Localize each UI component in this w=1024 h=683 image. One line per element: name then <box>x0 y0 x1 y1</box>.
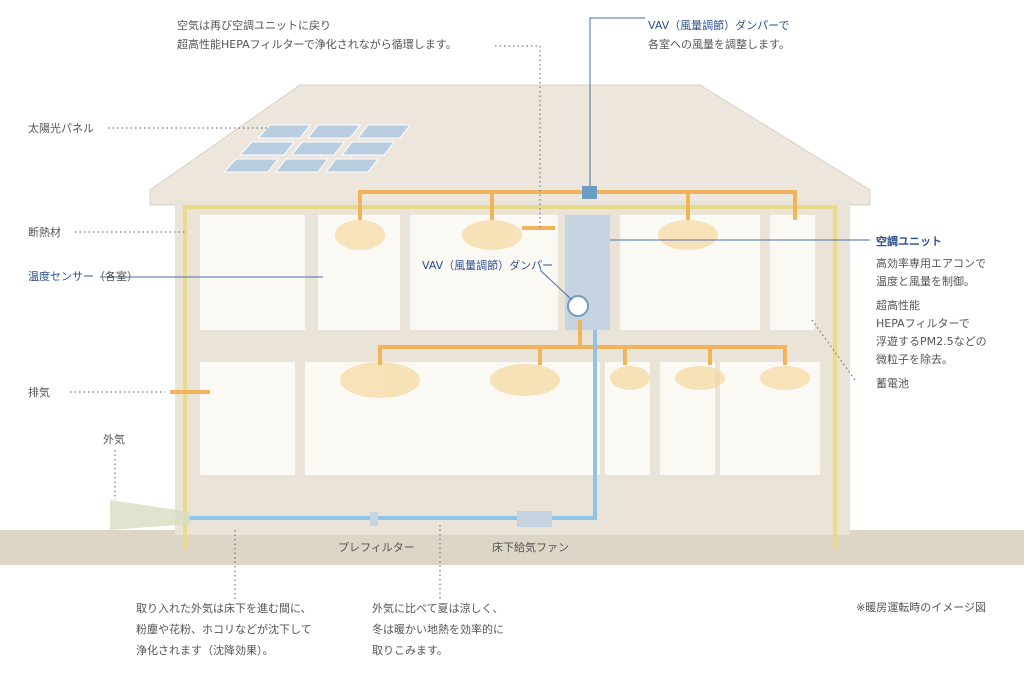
battery-label: 蓄電池 <box>876 377 909 390</box>
rooms <box>200 215 820 475</box>
vav-damper-mid <box>567 295 589 317</box>
prefilter-label: プレフィルター <box>338 541 415 554</box>
outside-air-label: 外気 <box>103 433 125 446</box>
leader-lines <box>70 45 856 600</box>
note-label: ※暖房運転時のイメージ図 <box>856 601 986 614</box>
temp-sensor-label: 温度センサー（各室） <box>28 270 138 283</box>
prefilter <box>370 512 378 526</box>
geothermal-label: 外気に比べて夏は涼しく、冬は暖かい地熱を効率的に取りこみます。 <box>372 602 504 657</box>
insulation-left <box>183 205 187 550</box>
accent-lines <box>100 17 870 301</box>
warm-glow <box>335 220 810 398</box>
solar-panel-label: 太陽光パネル <box>28 122 94 135</box>
vav-top-label: VAV（風量調節）ダンパーで各室への風量を調整します。 <box>648 19 790 51</box>
outside-air-stream <box>110 500 190 530</box>
ground <box>0 530 1024 565</box>
warm-air-ducts <box>170 190 797 394</box>
settling-label: 取り入れた外気は床下を進む間に、粉塵や花粉、ホコリなどが沈下して浄化されます（沈… <box>136 602 312 657</box>
vav-mid-label: VAV（風量調節）ダンパー <box>422 259 554 272</box>
roof <box>149 84 871 206</box>
return-air-label: 空気は再び空調ユニットに戻り超高性能HEPAフィルターで浄化されながら循環します… <box>177 19 457 51</box>
underfloor-fan-label: 床下給気ファン <box>492 541 569 554</box>
exhaust-label: 排気 <box>28 386 50 399</box>
insulation-top <box>183 205 837 209</box>
underfloor-fan <box>517 511 552 527</box>
insulation-right <box>833 205 837 550</box>
insulation-label: 断熱材 <box>28 226 61 239</box>
vav-damper-top <box>582 186 597 199</box>
fresh-air-duct <box>188 330 597 520</box>
solar-panels <box>222 124 412 173</box>
